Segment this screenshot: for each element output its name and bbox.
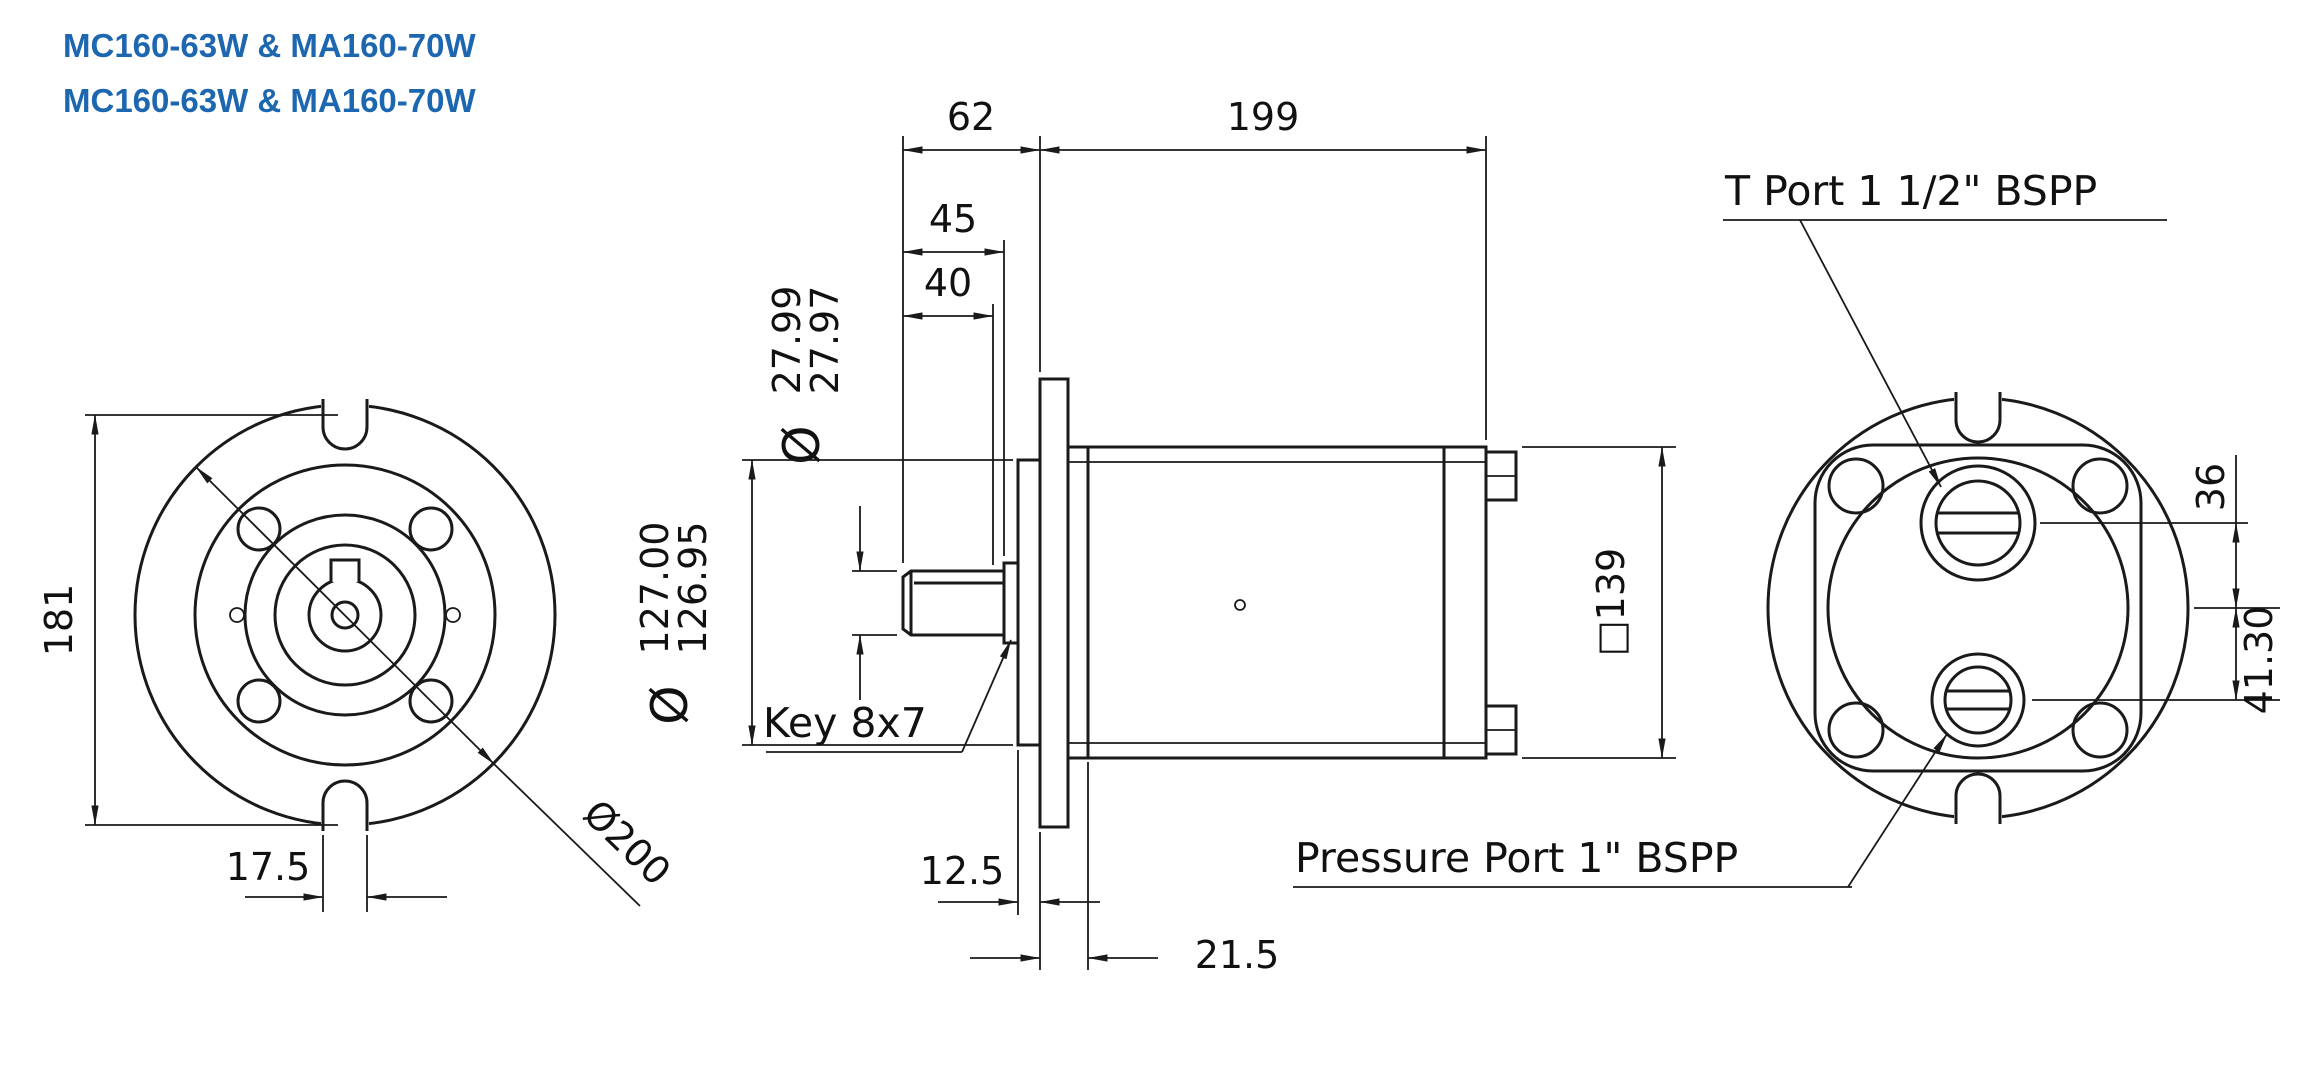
dim-body-length-199: 199 [1039,95,1487,440]
dim-text-45: 45 [929,197,977,241]
dim-key-length-40: 40 [902,261,994,565]
flange-boss-circle [193,463,497,767]
dim-text-pilot-dia-lower: 126.95 [671,522,715,655]
center-plug [1234,599,1246,611]
dim-pilot-depth-21-5: 21.5 [970,762,1279,977]
diameter-symbol: Ø [641,685,699,724]
flange-bottom-notch [321,779,369,831]
pressure-port-callout: Pressure Port 1" BSPP [1293,733,1948,888]
dim-text-pilot-dia-upper: 127.00 [633,522,677,655]
dim-text-36: 36 [2189,463,2233,511]
output-shaft [901,569,1004,637]
dim-text-12-5: 12.5 [920,849,1005,893]
dim-t-port-offset-36: 36 [2040,455,2280,609]
key-callout: Key 8x7 [763,639,1012,753]
dim-text-dia-200: Ø200 [575,791,679,894]
dim-text-shaft-dia-upper: 27.99 [765,286,809,395]
key-label: Key 8x7 [763,699,927,747]
rear-cover-circle [1826,456,2130,760]
mounting-bolt-hole [2071,457,2129,515]
mounting-bolt-hole [2071,701,2129,759]
flange-top-notch [321,399,369,451]
dim-body-square-139: □139 [1522,446,1676,759]
mounting-bolt-hole [408,506,454,552]
dim-text-17-5: 17.5 [226,845,311,889]
dim-flange-thickness-12-5: 12.5 [920,750,1100,970]
dim-text-199: 199 [1227,95,1300,139]
dim-text-62: 62 [947,95,995,139]
dim-text-40: 40 [924,261,972,305]
pressure-port-label: Pressure Port 1" BSPP [1295,834,1738,882]
pressure-port [1930,652,2026,748]
dim-shaft-length-45: 45 [902,197,1005,556]
dim-notch-width-17-5: 17.5 [226,835,447,912]
rear-top-notch [1954,392,2002,444]
dim-text-41-30: 41.30 [2237,606,2281,715]
rear-view: T Port 1 1/2" BSPP Pressure Port 1" BSPP… [1293,167,2281,888]
mounting-bolt-hole [236,678,282,724]
t-port-label: T Port 1 1/2" BSPP [1724,167,2097,215]
dim-text-181: 181 [37,584,81,657]
rear-bottom-notch [1954,772,2002,824]
dim-shaft-to-flange-62: 62 [902,95,1041,563]
body-square-outline [1813,443,2143,773]
mounting-bolt-hole [1827,701,1885,759]
dim-shaft-diameter: 27.99 27.97 Ø [765,286,897,700]
cover-screw [229,607,245,623]
dim-text-square-139: □139 [1589,548,1633,656]
diameter-symbol: Ø [773,425,831,464]
t-port-callout: T Port 1 1/2" BSPP [1723,167,2167,488]
motor-body [1066,445,1488,760]
dim-pressure-port-offset-41-30: 41.30 [2032,606,2281,715]
mounting-flange-plate [1038,377,1070,829]
page-title-line1: MC160-63W & MA160-70W [63,27,476,64]
front-view: 181 Ø200 17.5 [37,397,679,912]
side-view: 62 199 45 40 27.99 27.97 Ø [633,95,1676,977]
cover-screw [445,607,461,623]
dim-outer-diameter-200: Ø200 [195,466,679,907]
dim-flange-height-181: 181 [37,414,338,826]
pilot-boss [1016,458,1042,747]
mounting-bolt-hole [1827,457,1885,515]
t-port [1919,464,2037,582]
page-title-line2: MC160-63W & MA160-70W [63,82,476,119]
shaft-shoulder [1002,561,1020,645]
dim-text-21-5: 21.5 [1195,933,1280,977]
dim-pilot-diameter: 127.00 126.95 Ø [633,459,1013,746]
dim-text-shaft-dia-lower: 27.97 [803,286,847,395]
